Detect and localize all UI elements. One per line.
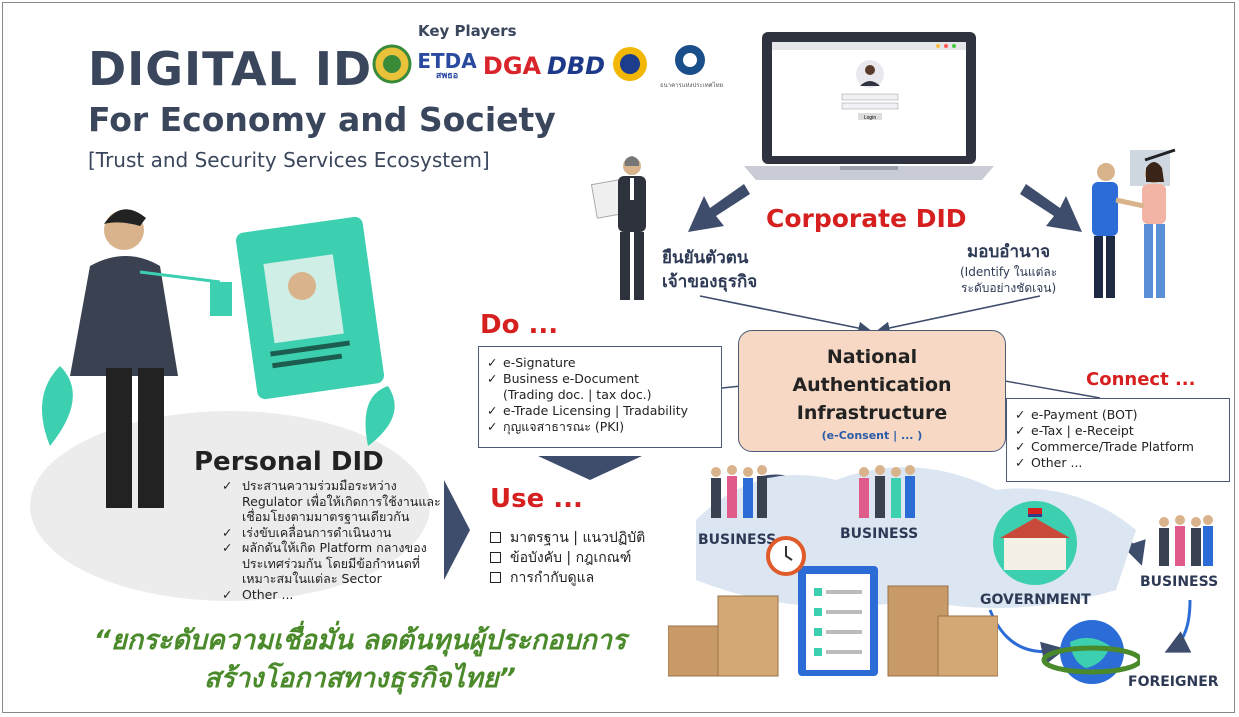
laptop-illustration: Login: [744, 32, 994, 180]
ministry-logo: [372, 44, 412, 84]
check-icon: ✓: [222, 586, 233, 602]
do-item: ✓e-Signature: [487, 355, 576, 370]
arrow-to-verify-icon: [688, 184, 750, 232]
personal-item: ✓Other ...: [222, 586, 294, 602]
do-box: ✓e-Signature ✓Business e-Document (Tradi…: [478, 346, 722, 448]
do-item: ✓กุญแจสาธารณะ (PKI): [487, 419, 625, 434]
delegate-note-2: ระดับอย่างชัดเจน): [961, 281, 1057, 295]
businessman-illustration: [590, 156, 646, 300]
delegate-title: มอบอำนาจ: [967, 242, 1051, 262]
foreigner-label: FOREIGNER: [1128, 674, 1219, 690]
personal-item: ✓เร่งขับเคลื่อนการดำเนินงาน: [222, 524, 392, 540]
connect-box: ✓e-Payment (BOT) ✓e-Tax | e-Receipt ✓Com…: [1006, 398, 1230, 482]
checkbox-icon: [490, 552, 501, 563]
page-title: DIGITAL ID: [88, 42, 373, 96]
connect-heading: Connect ...: [1086, 369, 1196, 390]
check-icon: ✓: [1015, 407, 1026, 422]
use-item: ข้อบังคับ | กฎเกณฑ์: [490, 548, 645, 568]
corporate-did-heading: Corporate DID: [766, 204, 967, 233]
business-label-1: BUSINESS: [698, 532, 777, 548]
check-icon: ✓: [222, 478, 233, 493]
do-item: ✓e-Trade Licensing | Tradability: [487, 403, 689, 418]
personal-did-list: ✓ประสานความร่วมมือระหว่าง Regulator เพื่…: [222, 478, 452, 602]
checkbox-icon: [490, 572, 501, 583]
verify-owner-label: ยืนยันตัวตน เจ้าของธุรกิจ: [662, 246, 757, 294]
nai-line-3: Infrastructure: [796, 402, 948, 424]
check-icon: ✓: [487, 355, 498, 370]
check-icon: ✓: [222, 540, 233, 555]
check-icon: ✓: [222, 524, 233, 540]
emblem-logo: [612, 44, 648, 88]
page-tagline: [Trust and Security Services Ecosystem]: [88, 148, 490, 172]
nai-line-2: Authentication: [792, 374, 952, 396]
bot-caption: ธนาคารแห่งประเทศไทย: [660, 82, 724, 89]
bot-seal-icon: [675, 45, 705, 75]
do-item: ✓Business e-Document: [487, 371, 640, 386]
check-icon: ✓: [1015, 423, 1026, 438]
use-item: การกำกับดูแล: [490, 568, 645, 588]
dga-logo: DGA: [482, 52, 542, 80]
personal-did-illustration: [30, 209, 430, 601]
verify-line-1: ยืนยันตัวตน: [662, 248, 749, 268]
use-heading: Use ...: [490, 484, 583, 514]
do-heading: Do ...: [480, 310, 559, 340]
personal-did-heading: Personal DID: [194, 447, 384, 477]
login-button-text: Login: [864, 115, 876, 121]
national-authentication-infrastructure: National Authentication Infrastructure (…: [738, 330, 1006, 452]
business-group-3-icon: [1159, 515, 1213, 566]
key-players-label: Key Players: [418, 22, 517, 40]
connect-item: ✓Other ...: [1015, 455, 1083, 470]
connect-item: ✓Commerce/Trade Platform: [1015, 439, 1194, 454]
use-item: มาตรฐาน | แนวปฏิบัติ: [490, 528, 645, 548]
business-label-2: BUSINESS: [840, 526, 919, 542]
connect-item: ✓e-Tax | e-Receipt: [1015, 423, 1134, 438]
ministry-seal-icon: [372, 44, 412, 84]
arrow-to-delegate-icon: [1020, 184, 1082, 232]
personal-item: ✓ประสานความร่วมมือระหว่าง Regulator เพื่…: [222, 478, 441, 524]
business-group-2-icon: [859, 465, 915, 518]
garuda-emblem-icon: [613, 47, 647, 81]
quote-line-2: สร้างโอกาสทางธุรกิจไทย”: [204, 663, 516, 694]
check-icon: ✓: [487, 403, 498, 418]
connect-item: ✓e-Payment (BOT): [1015, 407, 1138, 422]
check-icon: ✓: [1015, 455, 1026, 470]
business-label-3: BUSINESS: [1140, 574, 1219, 590]
delegate-label: มอบอำนาจ (Identify ในแต่ละ ระดับอย่างชัด…: [960, 240, 1057, 296]
delegate-note-1: (Identify ในแต่ละ: [960, 265, 1058, 279]
down-triangle-icon: [538, 456, 642, 480]
use-list: มาตรฐาน | แนวปฏิบัติ ข้อบังคับ | กฎเกณฑ์…: [490, 528, 645, 588]
government-label: GOVERNMENT: [980, 592, 1091, 608]
quote-line-1: “ยกระดับความเชื่อมั่น ลดต้นทุนผู้ประกอบก…: [93, 625, 627, 656]
check-icon: ✓: [1015, 439, 1026, 454]
nai-line-1: National: [826, 346, 918, 368]
etda-logo: ETDA สพธอ: [417, 46, 477, 86]
verify-line-2: เจ้าของธุรกิจ: [662, 272, 758, 292]
do-item-note: (Trading doc. | tax doc.): [503, 387, 652, 402]
etda-logo-text: ETDA: [417, 49, 477, 73]
slogan-quote: “ยกระดับความเชื่อมั่น ลดต้นทุนผู้ประกอบก…: [60, 622, 660, 698]
checkbox-icon: [490, 532, 501, 543]
logistics-illustration: [668, 536, 998, 677]
nai-subtitle: (e-Consent | ... ): [821, 429, 923, 442]
etda-logo-sub: สพธอ: [435, 71, 459, 81]
bot-logo: ธนาคารแห่งประเทศไทย: [660, 44, 724, 90]
check-icon: ✓: [487, 371, 498, 386]
page-subtitle: For Economy and Society: [88, 100, 556, 139]
dbd-logo: DBD: [546, 52, 606, 80]
right-chevron-icon: [444, 480, 470, 580]
globe-trade-icon: [1041, 620, 1140, 684]
personal-item: ✓ผลักดันให้เกิด Platform กลางของประเทศร่…: [222, 540, 427, 586]
handshake-illustration: [1092, 148, 1176, 298]
government-building-icon: [993, 501, 1077, 585]
check-icon: ✓: [487, 419, 498, 434]
business-group-1-icon: [711, 465, 767, 518]
